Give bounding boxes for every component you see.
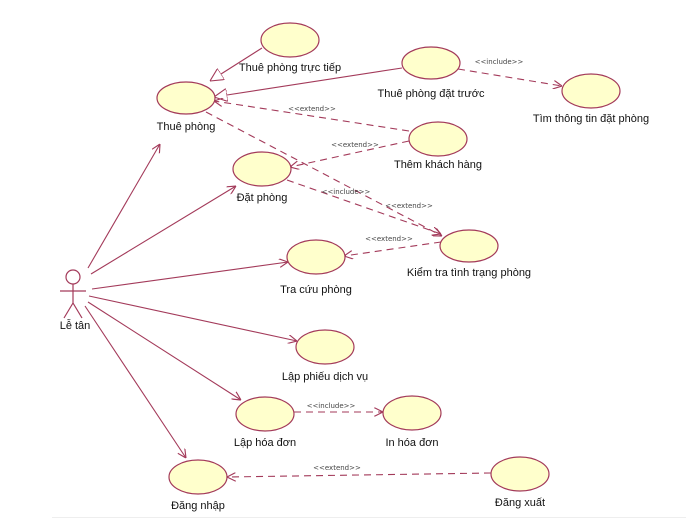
actor-left-leg xyxy=(63,302,74,319)
dependency-line-thue-phong-dat-truoc-to-tim-thong-tin-dat-phong xyxy=(457,68,562,86)
actor-figure[interactable] xyxy=(60,269,86,319)
association-line-dang-nhap xyxy=(84,305,186,458)
association-line-dat-phong xyxy=(90,186,236,275)
stereotype-label: <<include>> xyxy=(307,402,356,410)
diagram-labels: <<include>> <<extend>> <<extend>> <<include… xyxy=(60,58,649,512)
actor-right-leg xyxy=(72,302,83,319)
use-case-label-thue-phong: Thuê phòng xyxy=(157,121,216,133)
actor-head xyxy=(65,269,81,285)
use-case-kiem-tra-tinh-trang-phong[interactable] xyxy=(439,229,499,263)
generalization-line-thue-phong-truc-tiep xyxy=(210,47,263,81)
use-case-in-hoa-don[interactable] xyxy=(382,395,442,431)
association-line-tra-cuu-phong xyxy=(91,262,288,290)
use-case-label-dang-nhap: Đăng nhập xyxy=(171,500,225,512)
use-case-label-lap-hoa-don: Lập hóa đơn xyxy=(234,437,296,449)
use-case-label-tim-thong-tin-dat-phong: Tìm thông tin đặt phòng xyxy=(533,113,649,125)
use-case-label-kiem-tra-tinh-trang-phong: Kiểm tra tình trạng phòng xyxy=(407,267,531,279)
use-case-label-thue-phong-truc-tiep: Thuê phòng trực tiếp xyxy=(239,62,341,74)
association-line-thue-phong xyxy=(87,144,160,269)
use-case-label-dat-phong: Đặt phòng xyxy=(237,192,288,204)
dependency-line-them-khach-hang-to-dat-phong xyxy=(290,140,410,167)
dependency-line-kiem-tra-tinh-trang-phong-to-tra-cuu-phong xyxy=(344,241,442,256)
use-case-dang-nhap[interactable] xyxy=(168,459,228,495)
dependency-line-thue-phong-to-kiem-tra-tinh-trang-phong xyxy=(205,111,442,236)
association-line-lap-hoa-don xyxy=(87,301,241,400)
relationship-lines xyxy=(84,47,562,477)
dependency-line-dang-xuat-to-dang-nhap xyxy=(227,472,492,477)
use-case-thue-phong[interactable] xyxy=(156,81,216,115)
use-case-thue-phong-dat-truoc[interactable] xyxy=(401,46,461,80)
stereotype-label: <<extend>> xyxy=(385,202,433,210)
use-case-label-lap-phieu-dich-vu: Lập phiếu dịch vụ xyxy=(282,371,368,383)
use-case-them-khach-hang[interactable] xyxy=(408,121,468,157)
use-case-label-thue-phong-dat-truoc: Thuê phòng đặt trước xyxy=(378,88,485,100)
stereotype-label: <<include>> xyxy=(475,58,524,66)
actor-name: Lễ tân xyxy=(60,319,91,332)
generalization-line-thue-phong-dat-truoc xyxy=(214,67,403,97)
stereotype-label: <<extend>> xyxy=(288,105,336,113)
stereotype-label: <<extend>> xyxy=(331,141,379,149)
stereotype-label: <<include>> xyxy=(322,188,371,196)
use-case-dat-phong[interactable] xyxy=(232,151,292,187)
use-case-tim-thong-tin-dat-phong[interactable] xyxy=(561,73,621,109)
use-case-label-dang-xuat: Đăng xuất xyxy=(495,497,545,509)
use-case-label-tra-cuu-phong: Tra cứu phòng xyxy=(280,284,352,296)
use-case-thue-phong-truc-tiep[interactable] xyxy=(260,22,320,58)
use-case-tra-cuu-phong[interactable] xyxy=(286,239,346,275)
use-case-dang-xuat[interactable] xyxy=(490,456,550,492)
use-case-label-them-khach-hang: Thêm khách hàng xyxy=(394,159,482,171)
bottom-divider xyxy=(52,517,686,518)
use-case-nodes xyxy=(60,22,621,495)
use-case-label-in-hoa-don: In hóa đơn xyxy=(385,437,438,449)
stereotype-label: <<extend>> xyxy=(365,235,413,243)
association-line-lap-phieu-dich-vu xyxy=(88,295,297,341)
stereotype-label: <<extend>> xyxy=(313,464,361,472)
use-case-lap-hoa-don[interactable] xyxy=(235,396,295,432)
dependency-line-them-khach-hang-to-thue-phong xyxy=(214,101,410,132)
use-case-lap-phieu-dich-vu[interactable] xyxy=(295,329,355,365)
dependency-line-dat-phong-to-kiem-tra-tinh-trang-phong xyxy=(286,179,441,234)
